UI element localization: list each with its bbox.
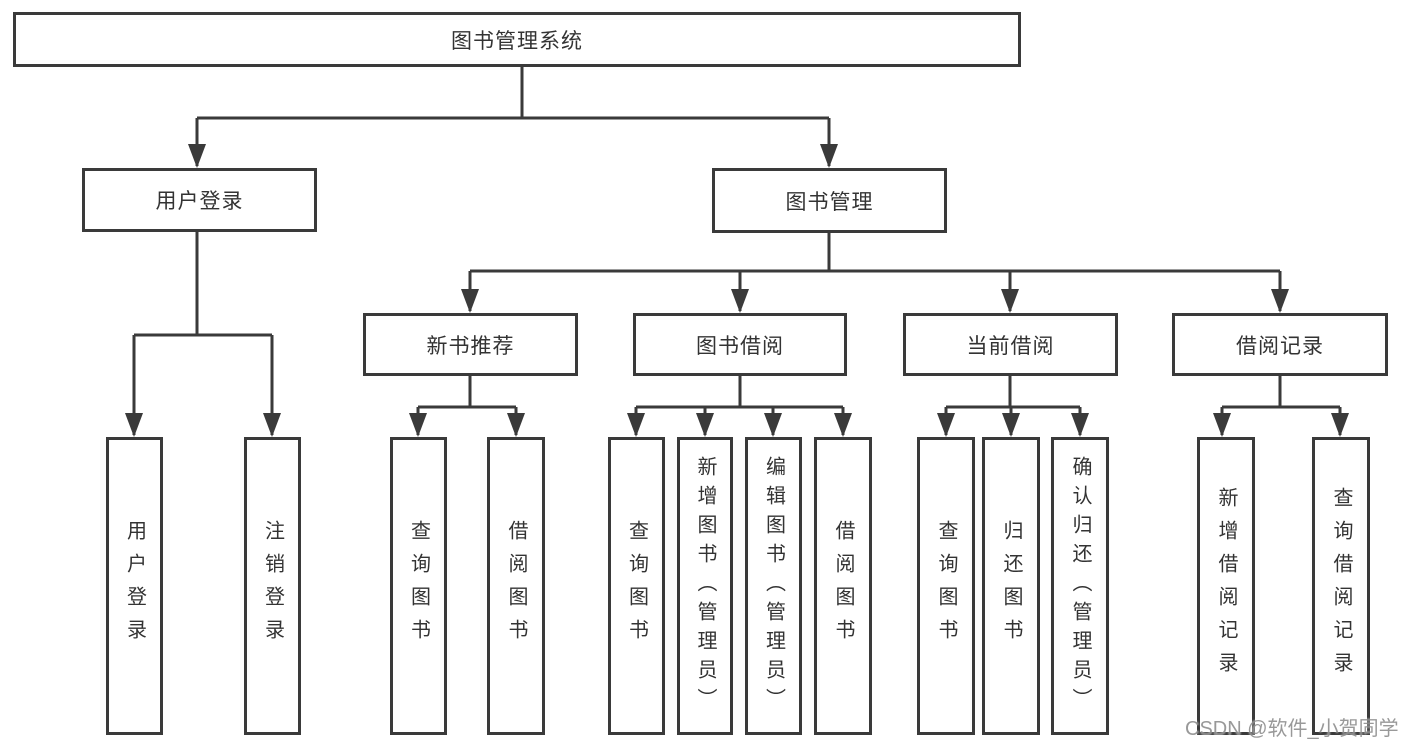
node-book-management-label: 图书管理: [785, 190, 874, 214]
leaf-confirm-return-admin-label: 确认归还（管理员）: [1069, 455, 1091, 717]
node-current-borrowing-label: 当前借阅: [966, 334, 1055, 358]
leaf-borrow-books-recommend-label: 借阅图书: [505, 520, 527, 652]
leaf-borrow-books-borrowing: 借阅图书: [814, 437, 872, 735]
leaf-query-books-borrowing: 查询图书: [608, 437, 665, 735]
node-user-login-label: 用户登录: [155, 190, 244, 213]
leaf-borrow-books-recommend: 借阅图书: [487, 437, 545, 735]
watermark: CSDN @软件_小贺同学: [1185, 718, 1399, 740]
leaf-logout-login: 注销登录: [244, 437, 301, 735]
leaf-return-books-label: 归还图书: [1000, 520, 1022, 652]
node-borrowing-records: 借阅记录: [1172, 313, 1388, 376]
leaf-query-books-recommend-label: 查询图书: [407, 520, 430, 652]
node-current-borrowing: 当前借阅: [903, 313, 1118, 376]
leaf-return-books: 归还图书: [982, 437, 1040, 735]
leaf-user-login: 用户登录: [106, 437, 163, 735]
node-new-book-recommend: 新书推荐: [363, 313, 578, 376]
leaf-borrow-books-borrowing-label: 借阅图书: [832, 520, 854, 652]
leaf-query-books-recommend: 查询图书: [390, 437, 447, 735]
leaf-logout-login-label: 注销登录: [261, 520, 284, 652]
node-borrowing-records-label: 借阅记录: [1236, 334, 1324, 358]
leaf-user-login-label: 用户登录: [123, 520, 146, 652]
node-book-borrowing: 图书借阅: [633, 313, 847, 376]
node-user-login: 用户登录: [82, 168, 317, 232]
node-root-label: 图书管理系统: [451, 29, 583, 53]
node-root: 图书管理系统: [13, 12, 1021, 67]
leaf-edit-book-admin-label: 编辑图书（管理员）: [762, 455, 785, 717]
node-book-management: 图书管理: [712, 168, 947, 233]
leaf-edit-book-admin: 编辑图书（管理员）: [745, 437, 802, 735]
leaf-add-book-admin-label: 新增图书（管理员）: [694, 455, 716, 717]
leaf-query-books-current: 查询图书: [917, 437, 975, 735]
leaf-add-book-admin: 新增图书（管理员）: [677, 437, 733, 735]
leaf-confirm-return-admin: 确认归还（管理员）: [1051, 437, 1109, 735]
leaf-query-books-current-label: 查询图书: [935, 520, 957, 652]
leaf-query-borrow-record-label: 查询借阅记录: [1330, 487, 1352, 685]
leaf-add-borrow-record: 新增借阅记录: [1197, 437, 1255, 735]
arrowheads: [125, 144, 1349, 437]
leaf-add-borrow-record-label: 新增借阅记录: [1215, 487, 1237, 685]
leaf-query-borrow-record: 查询借阅记录: [1312, 437, 1370, 735]
leaf-query-books-borrowing-label: 查询图书: [625, 520, 648, 652]
node-new-book-recommend-label: 新书推荐: [426, 334, 515, 358]
node-book-borrowing-label: 图书借阅: [696, 334, 784, 358]
